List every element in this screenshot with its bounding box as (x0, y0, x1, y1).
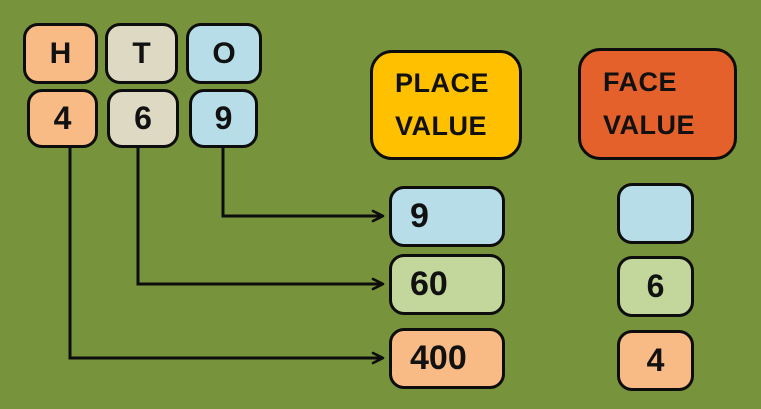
place-value-ones-box: 9 (389, 186, 505, 247)
place-value-hundreds-label: 400 (410, 339, 467, 377)
digit-hundreds-box: 4 (27, 89, 98, 148)
place-value-title-box: PLACE VALUE (370, 50, 522, 160)
face-value-ones-box (617, 183, 694, 244)
tens-header-label: T (132, 36, 151, 70)
hundreds-header-box: H (23, 23, 98, 84)
digit-ones-label: 9 (214, 100, 233, 136)
ones-header-box: O (186, 23, 262, 84)
digit-hundreds-label: 4 (53, 100, 72, 136)
arrow-hundreds-to-place-value (68, 147, 385, 365)
face-value-hundreds-label: 4 (646, 342, 665, 378)
place-value-ones-label: 9 (410, 197, 429, 235)
face-value-title-line1: FACE (603, 67, 678, 98)
place-value-tens-box: 60 (389, 254, 505, 315)
place-value-hundreds-box: 400 (389, 328, 505, 389)
face-value-title-line2: VALUE (603, 109, 696, 140)
face-value-tens-label: 6 (646, 268, 665, 304)
ones-header-label: O (212, 36, 236, 70)
tens-header-box: T (105, 23, 178, 84)
arrow-tens-to-place-value (136, 147, 385, 291)
digit-ones-box: 9 (189, 89, 258, 148)
arrow-ones-to-place-value (221, 147, 385, 223)
place-value-tens-label: 60 (410, 265, 448, 303)
digit-tens-label: 6 (134, 100, 152, 136)
face-value-title-box: FACE VALUE (578, 48, 737, 160)
hundreds-header-label: H (49, 36, 72, 70)
place-value-title-line2: VALUE (395, 110, 488, 141)
digit-tens-box: 6 (107, 89, 179, 148)
place-value-title-line1: PLACE (395, 68, 490, 99)
face-value-hundreds-box: 4 (617, 330, 694, 391)
face-value-tens-box: 6 (617, 256, 694, 317)
